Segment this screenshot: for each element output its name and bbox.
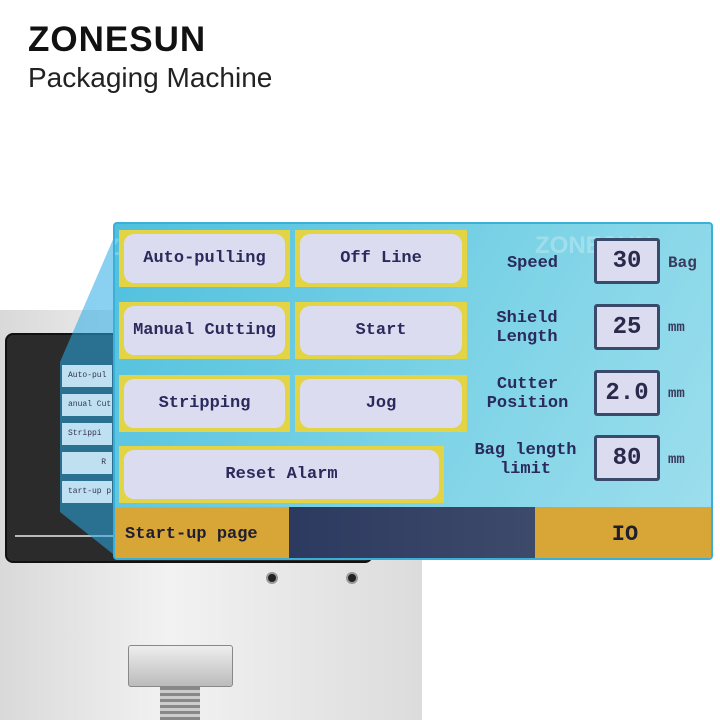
off-line-button[interactable]: Off Line [295,230,467,287]
small-item: Strippi [62,423,112,445]
jog-button[interactable]: Jog [295,375,467,432]
cutter-position-label: Cutter Position [486,375,569,413]
speed-input[interactable]: 30 [594,238,660,284]
small-item: anual Cut [62,394,112,416]
page-subtitle: Packaging Machine [28,62,273,93]
small-screen-preview: Auto-pul anual Cut Strippi R tart-up p [62,365,112,510]
speed-unit: Bag [668,254,697,272]
screw [160,687,200,720]
cutter-position-unit: mm [668,386,685,402]
bag-length-limit-input[interactable]: 80 [594,435,660,481]
small-item: tart-up p [62,481,112,503]
small-item: Auto-pul [62,365,112,387]
shield-length-label: Shield Length [496,309,558,347]
stripping-button[interactable]: Stripping [119,375,290,432]
cutter-position-input[interactable]: 2.0 [594,370,660,416]
small-item: R [62,452,112,474]
manual-cutting-button[interactable]: Manual Cutting [119,302,290,359]
bracket [128,645,233,687]
startup-page-button[interactable]: Start-up page [115,507,289,558]
reset-alarm-button[interactable]: Reset Alarm [119,446,444,503]
mount-hole [346,572,358,584]
hmi-screen: ZONESUN ZONESUN Auto-pulling Off Line Ma… [113,222,713,560]
start-button[interactable]: Start [295,302,467,359]
auto-pulling-button[interactable]: Auto-pulling [119,230,290,287]
bag-length-limit-label: Bag length limit [474,441,577,479]
shield-length-unit: mm [668,320,685,336]
bag-length-limit-unit: mm [668,452,685,468]
footer-status-area [289,507,535,558]
shield-length-input[interactable]: 25 [594,304,660,350]
io-button[interactable]: IO [535,507,711,558]
speed-label: Speed [506,254,558,273]
brand-logo-text: ZONESUN [28,20,207,59]
mount-hole [266,572,278,584]
